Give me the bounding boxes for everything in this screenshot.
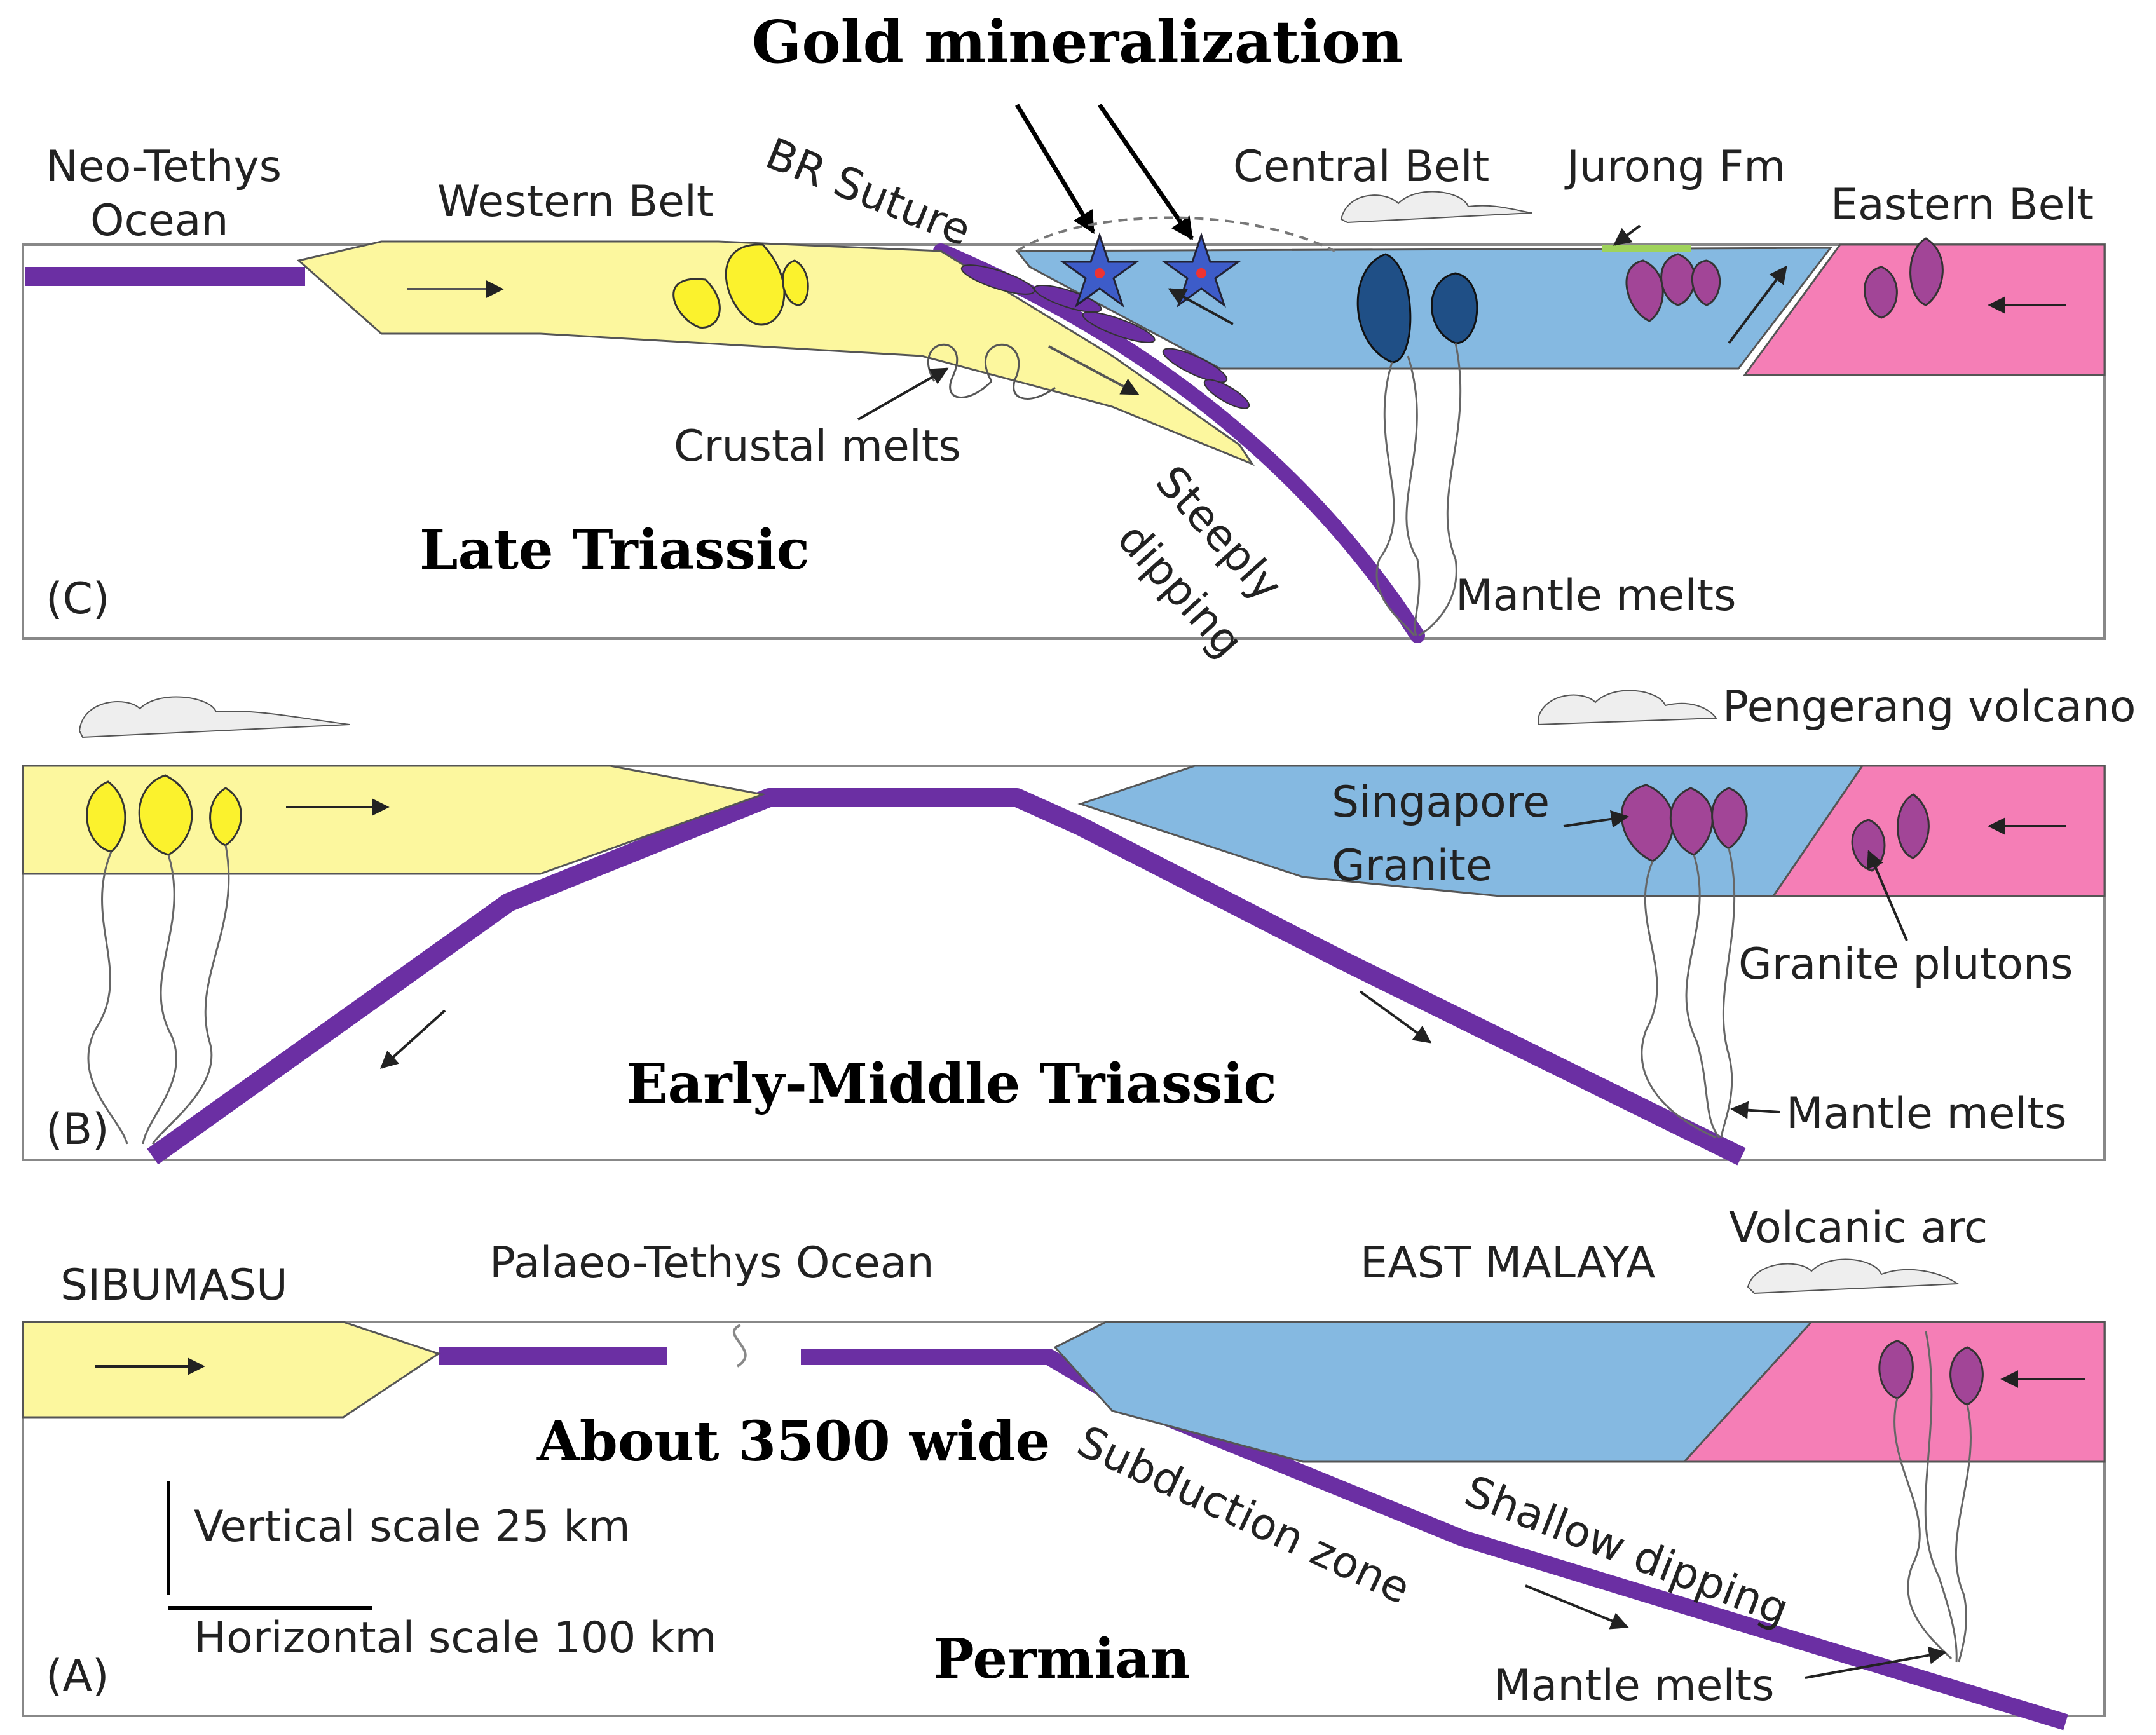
label-central-belt: Central Belt bbox=[1233, 142, 1489, 192]
label-neo-tethys-2: Ocean bbox=[90, 196, 229, 246]
arc-melt-trails bbox=[1893, 1331, 1972, 1663]
volcanic-arc-cloud bbox=[1747, 1258, 1960, 1295]
crustal-flow-arrow bbox=[1048, 345, 1140, 395]
label-singapore-granite-1: Singapore bbox=[1332, 777, 1550, 827]
arc-plutons bbox=[1878, 1340, 1984, 1406]
singapore-granite-plutons bbox=[1620, 784, 1748, 862]
crustal-melt-loops bbox=[927, 343, 1056, 400]
crustal-melts-pointer bbox=[857, 367, 949, 421]
label-about-3500-wide: About 3500 wide bbox=[536, 1410, 1050, 1474]
palaeo-tethys-ocean-slab bbox=[439, 1347, 667, 1365]
label-volcanic-arc: Volcanic arc bbox=[1729, 1203, 1988, 1253]
label-pengerang-volcano: Pengerang volcano bbox=[1723, 682, 2136, 732]
jurong-fm-strip bbox=[1602, 245, 1691, 252]
label-neo-tethys-1: Neo-Tethys bbox=[46, 142, 282, 192]
ocean-break-squiggle bbox=[732, 1324, 747, 1368]
label-crustal-melts: Crustal melts bbox=[674, 421, 961, 472]
eastern-plutons bbox=[1864, 237, 1944, 319]
stage-late-triassic: Late Triassic bbox=[420, 518, 810, 582]
panel-letter-a: (A) bbox=[46, 1651, 109, 1701]
mantle-melts-pointer-a bbox=[1805, 1646, 1947, 1679]
mantle-melts-pointer-b bbox=[1730, 1101, 1780, 1119]
panel-letter-b: (B) bbox=[46, 1105, 109, 1155]
label-mantle-melts-a: Mantle melts bbox=[1494, 1661, 1775, 1711]
mineralization-dashed-dome bbox=[1016, 216, 1335, 252]
western-melt-trails-b bbox=[87, 845, 230, 1145]
western-plutons bbox=[672, 243, 809, 329]
panel-letter-c: (C) bbox=[46, 574, 110, 624]
jurong-plutons bbox=[1625, 253, 1721, 322]
label-horizontal-scale: Horizontal scale 100 km bbox=[194, 1613, 717, 1663]
label-granite-plutons: Granite plutons bbox=[1738, 939, 2073, 990]
label-sibumasu: SIBUMASU bbox=[60, 1260, 288, 1310]
western-belt-block bbox=[296, 240, 1255, 466]
label-br-suture: BR Suture bbox=[759, 129, 978, 257]
label-western-belt: Western Belt bbox=[437, 177, 714, 227]
label-jurong-fm: Jurong Fm bbox=[1564, 142, 1785, 192]
subduction-flow-arrow bbox=[1525, 1584, 1629, 1630]
stage-early-middle-triassic: Early-Middle Triassic bbox=[626, 1052, 1277, 1116]
stage-permian: Permian bbox=[933, 1627, 1190, 1691]
label-vertical-scale: Vertical scale 25 km bbox=[194, 1502, 631, 1552]
panel-b-early-middle-triassic: Pengerang volcano Singapore Granite Gran… bbox=[22, 682, 2136, 1166]
sibumasu-block bbox=[22, 1321, 441, 1419]
western-volcano-cloud-b bbox=[78, 696, 350, 738]
western-belt-block-b bbox=[22, 765, 767, 875]
granite-plutons-pointer bbox=[1867, 850, 1908, 941]
western-plutons-b bbox=[86, 774, 242, 856]
label-singapore-granite-2: Granite bbox=[1332, 841, 1492, 891]
label-palaeo-tethys-ocean: Palaeo-Tethys Ocean bbox=[489, 1238, 934, 1288]
panel-a-permian: SIBUMASU Palaeo-Tethys Ocean EAST MALAYA… bbox=[22, 1203, 2106, 1731]
eastern-belt-block-b bbox=[1771, 765, 2106, 897]
label-east-malaya: EAST MALAYA bbox=[1360, 1238, 1655, 1288]
central-flow-arrow bbox=[1168, 288, 1234, 325]
singapore-granite-pointer bbox=[1563, 810, 1629, 828]
pengerang-cloud bbox=[1538, 690, 1717, 726]
gold-stars bbox=[1060, 232, 1241, 308]
br-suture-slivers bbox=[960, 264, 1250, 409]
subducting-slab-double bbox=[147, 788, 1746, 1166]
label-mantle-melts-c: Mantle melts bbox=[1456, 571, 1736, 621]
label-eastern-belt: Eastern Belt bbox=[1831, 180, 2094, 230]
panel-c-late-triassic: Neo-Tethys Ocean Western Belt BR Suture … bbox=[22, 129, 2106, 667]
slab-arrow-right bbox=[1359, 990, 1432, 1044]
slab-arrow-left bbox=[379, 1009, 446, 1069]
central-rising-arrow bbox=[1728, 265, 1787, 344]
neo-tethys-ocean-slab bbox=[25, 267, 305, 286]
jurong-pointer-arrow bbox=[1613, 224, 1641, 246]
central-volcano-cloud bbox=[1340, 191, 1532, 224]
gold-pointer-arrows bbox=[1014, 104, 1194, 240]
eastern-belt-block bbox=[1743, 243, 2106, 376]
central-mantle-melt-trails bbox=[1375, 343, 1462, 637]
label-mantle-melts-b: Mantle melts bbox=[1786, 1089, 2067, 1139]
central-plutons bbox=[1356, 253, 1478, 364]
singapore-melt-trails bbox=[1641, 848, 1736, 1139]
diagram-title: Gold mineralization bbox=[752, 8, 1403, 76]
